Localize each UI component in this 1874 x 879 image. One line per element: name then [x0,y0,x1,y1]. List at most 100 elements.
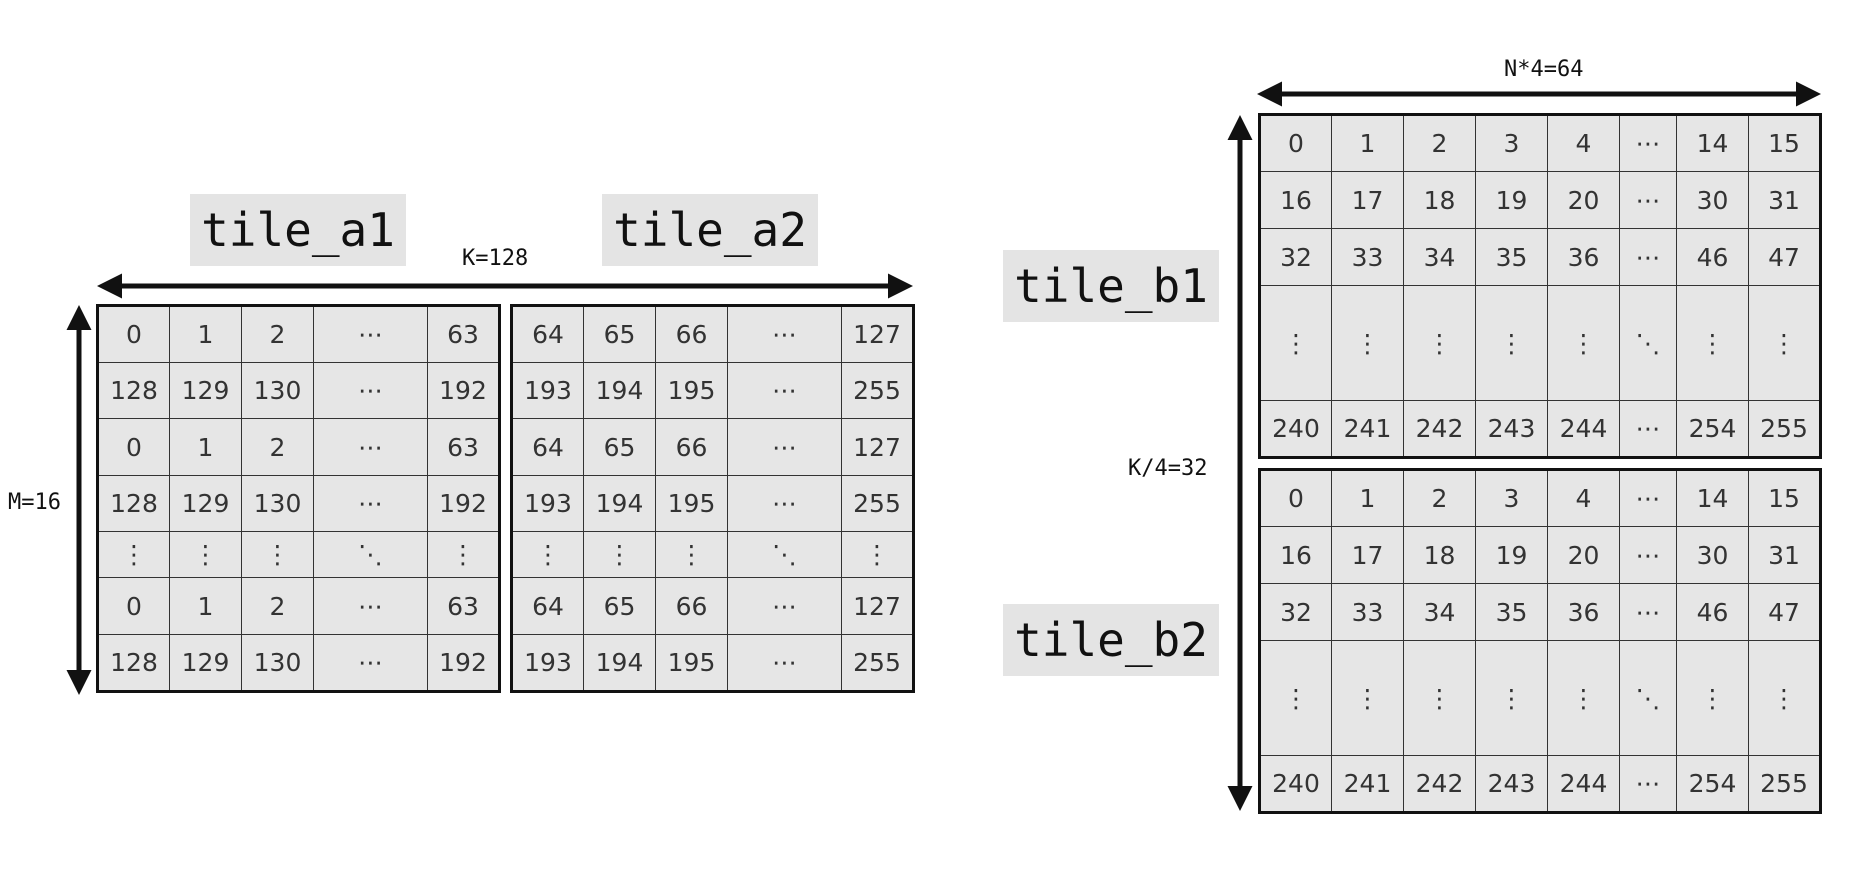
table-cell: ⋯ [727,305,842,363]
table-cell: 66 [655,418,728,476]
table-cell: 0 [97,305,170,363]
table-cell: ⋮ [1676,285,1749,401]
table-cell: 14 [1676,114,1749,172]
table-cell: ⋯ [727,475,842,532]
table-cell: 192 [427,362,500,419]
table-cell: ⋮ [1547,285,1620,401]
table-cell: 30 [1676,171,1749,229]
table-cell: ⋮ [1331,640,1404,756]
tile-a2-label: tile_a2 [602,194,818,266]
table-cell: ⋮ [169,531,242,578]
table-cell: ⋮ [97,531,170,578]
table-cell: ⋯ [313,362,428,419]
table-cell: 20 [1547,526,1620,584]
table-cell: 241 [1331,400,1404,458]
tile-b2-label: tile_b2 [1003,604,1219,676]
table-cell: ⋯ [313,475,428,532]
table-cell: 65 [583,418,656,476]
table-cell: 34 [1403,228,1476,286]
table-cell: 3 [1475,469,1548,527]
table-cell: 66 [655,305,728,363]
table-cell: 129 [169,634,242,692]
table-cell: ⋯ [1619,171,1677,229]
table-cell: 36 [1547,583,1620,641]
table-cell: 129 [169,475,242,532]
table-cell: ⋯ [727,418,842,476]
table-cell: 65 [583,577,656,635]
table-cell: ⋯ [1619,526,1677,584]
table-cell: ⋮ [655,531,728,578]
table-cell: ⋯ [1619,469,1677,527]
table-cell: ⋮ [1748,285,1821,401]
table-cell: 0 [97,418,170,476]
table-cell: 32 [1259,583,1332,641]
table-cell: 15 [1748,469,1821,527]
table-cell: 254 [1676,755,1749,813]
table-cell: 20 [1547,171,1620,229]
table-cell: 130 [241,362,314,419]
table-cell: 47 [1748,228,1821,286]
table-cell: 242 [1403,400,1476,458]
table-cell: 4 [1547,114,1620,172]
table-cell: 1 [169,418,242,476]
table-cell: 33 [1331,228,1404,286]
table-cell: 16 [1259,171,1332,229]
table-cell: ⋮ [241,531,314,578]
table-cell: 63 [427,418,500,476]
table-cell: ⋯ [1619,114,1677,172]
table-cell: 3 [1475,114,1548,172]
table-cell: 192 [427,475,500,532]
table-cell: 4 [1547,469,1620,527]
table-cell: 14 [1676,469,1749,527]
table-cell: 2 [241,418,314,476]
table-cell: 64 [511,305,584,363]
table-cell: 128 [97,475,170,532]
table-cell: ⋯ [1619,583,1677,641]
table-cell: 195 [655,634,728,692]
table-cell: 1 [169,305,242,363]
table-cell: 64 [511,418,584,476]
table-cell: ⋯ [1619,228,1677,286]
table-cell: 240 [1259,400,1332,458]
table-cell: 16 [1259,526,1332,584]
table-cell: ⋱ [1619,285,1677,401]
table-cell: ⋮ [427,531,500,578]
table-cell: ⋯ [1619,400,1677,458]
table-cell: ⋮ [1475,640,1548,756]
table-cell: 17 [1331,526,1404,584]
table-cell: 19 [1475,171,1548,229]
table-cell: 18 [1403,171,1476,229]
m-dimension-label: M=16 [8,490,61,515]
table-cell: 33 [1331,583,1404,641]
table-row: ⋮⋮⋮⋱⋮ [97,531,500,578]
k4-dimension-label: K/4=32 [1128,456,1208,481]
table-cell: 128 [97,634,170,692]
table-cell: ⋯ [313,418,428,476]
table-cell: 243 [1475,755,1548,813]
table-cell: 254 [1676,400,1749,458]
table-cell: ⋮ [1403,285,1476,401]
table-cell: 127 [841,305,914,363]
table-cell: ⋱ [727,531,842,578]
table-cell: ⋯ [313,305,428,363]
table-cell: 194 [583,475,656,532]
table-cell: 193 [511,634,584,692]
table-cell: 2 [1403,114,1476,172]
table-cell: 195 [655,362,728,419]
table-cell: ⋯ [727,634,842,692]
table-row: ⋮⋮⋮⋱⋮ [511,531,914,578]
table-cell: ⋮ [1676,640,1749,756]
table-cell: 2 [241,305,314,363]
table-cell: ⋮ [1259,640,1332,756]
table-cell: 47 [1748,583,1821,641]
table-cell: ⋮ [1748,640,1821,756]
table-cell: 244 [1547,400,1620,458]
table-cell: 242 [1403,755,1476,813]
table-cell: ⋮ [583,531,656,578]
